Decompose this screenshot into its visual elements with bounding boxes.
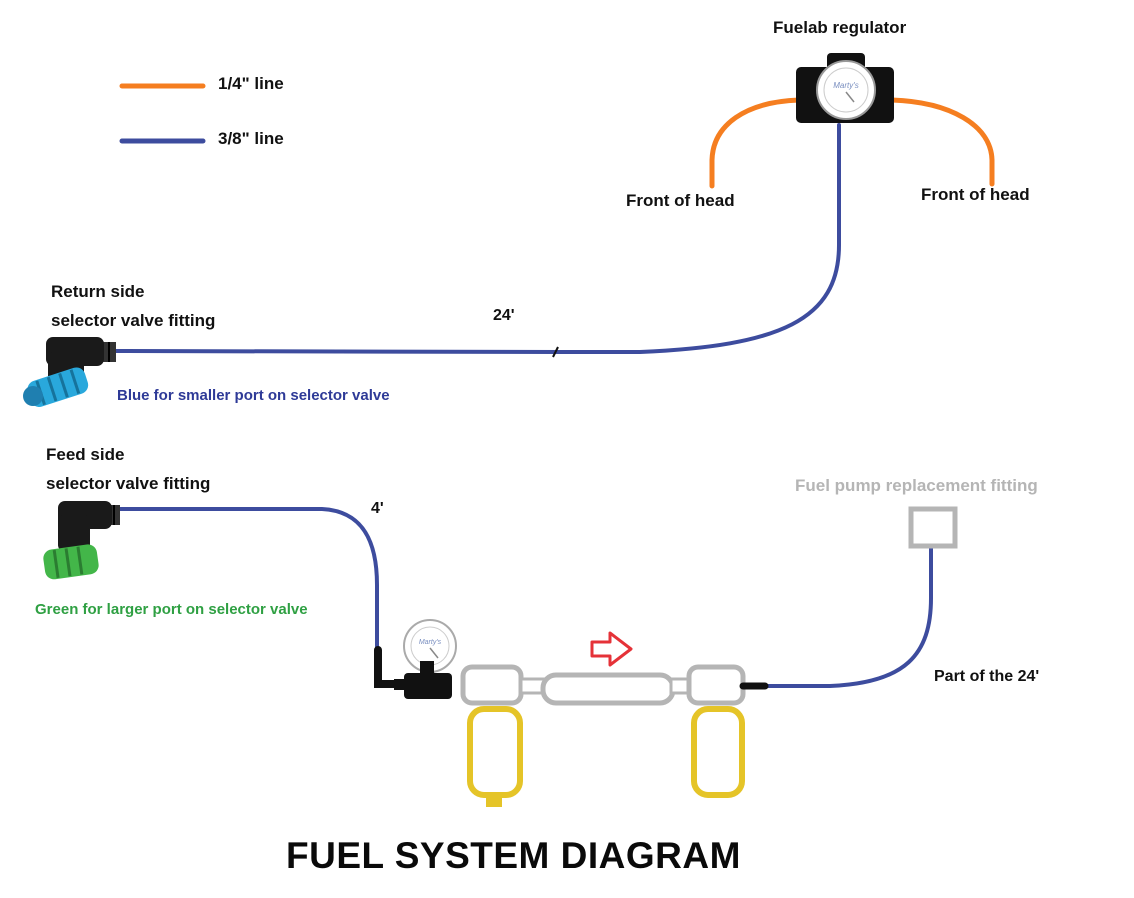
front-of-head-right-label: Front of head	[921, 185, 1030, 204]
collar-ridge	[76, 546, 84, 575]
fuelab-regulator: Marty's	[796, 53, 894, 123]
return-side-label-line1: Return side	[51, 282, 145, 301]
return-side-label-line2: selector valve fitting	[51, 311, 216, 330]
pump-body	[404, 673, 452, 699]
feed-side-label-line1: Feed side	[46, 445, 125, 464]
quarter-line-right	[889, 97, 995, 187]
pump-gauge-needle	[429, 647, 439, 659]
blue-port-note: Blue for smaller port on selector valve	[117, 387, 390, 404]
collar-ridge	[64, 548, 72, 577]
filter-right-housing	[686, 664, 746, 706]
diagram-title: FUEL SYSTEM DIAGRAM	[286, 835, 741, 876]
collar-ridge	[69, 369, 81, 395]
feed-line-4ft	[118, 507, 379, 652]
quarter-line-left	[709, 97, 802, 189]
feed-side-label: Feed side selector valve fitting	[46, 440, 210, 498]
yellow-bowl-left	[467, 706, 523, 798]
line-junction-tick	[552, 346, 559, 358]
filter-assembly	[460, 664, 769, 706]
pump-line-part-of-24ft	[763, 544, 933, 688]
pump-top-nipple	[420, 661, 434, 676]
pump-left-nipple	[394, 679, 408, 690]
legend-quarter-line-label: 1/4" line	[218, 74, 284, 93]
collar-ridge	[58, 373, 69, 398]
regulator-gauge-dial	[823, 67, 869, 113]
yellow-bowl-left-tab	[486, 793, 502, 807]
collar-ridge	[52, 549, 60, 579]
regulator-label: Fuelab regulator	[773, 18, 907, 37]
feed-selector-valve-fitting	[43, 501, 120, 580]
green-port-note: Green for larger port on selector valve	[35, 601, 308, 618]
fuel-pump-replacement-fitting	[908, 506, 958, 549]
fuel-pump-block	[374, 646, 452, 699]
yellow-bowl-right	[691, 706, 745, 798]
return-fitting-cap	[23, 386, 43, 406]
return-selector-valve-fitting	[23, 337, 116, 407]
regulator-gauge-face	[816, 60, 876, 120]
part-of-24ft-label: Part of the 24'	[934, 668, 1040, 685]
feed-side-label-line2: selector valve fitting	[46, 474, 211, 493]
pump-inlet-elbow	[374, 646, 404, 688]
flow-direction-arrow-icon	[590, 631, 633, 667]
return-line-24ft	[113, 123, 841, 354]
pump-gauge-logo: Marty's	[419, 639, 442, 646]
collar-ridge	[46, 376, 58, 402]
feed-fitting-elbow	[58, 515, 90, 551]
fuel-pump-replacement-label: Fuel pump replacement fitting	[795, 476, 1038, 495]
legend-three-eighths-line-label: 3/8" line	[218, 129, 284, 148]
filter-left-housing	[460, 664, 524, 706]
length-4ft-label: 4'	[371, 500, 384, 517]
regulator-gauge-logo: Marty's	[833, 81, 859, 90]
filter-center-canister	[540, 672, 676, 706]
length-24ft-label: 24'	[493, 307, 515, 324]
regulator-gauge-needle	[845, 91, 855, 103]
return-side-label: Return side selector valve fitting	[51, 277, 215, 335]
front-of-head-left-label: Front of head	[626, 191, 735, 210]
